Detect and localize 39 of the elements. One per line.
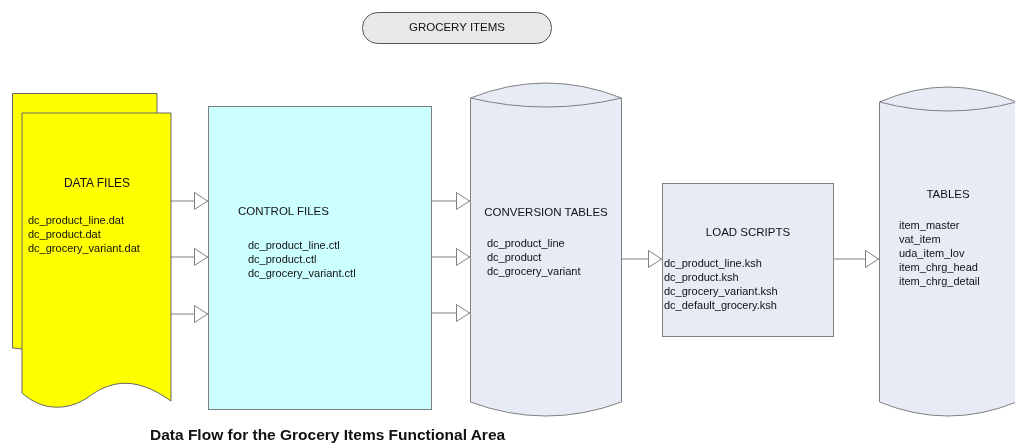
arrow [431, 304, 471, 322]
process-box [208, 106, 432, 410]
file-name-text: dc_product_line.ksh [664, 257, 762, 270]
arrow [170, 192, 209, 210]
caption: Data Flow for the Grocery Items Functional Area [150, 426, 506, 444]
heading-text: CONTROL FILES [238, 205, 329, 218]
file-name-text: item_chrg_detail [899, 275, 980, 288]
heading-text: CONVERSION TABLES [483, 206, 609, 219]
file-name-text: dc_grocery_variant [487, 265, 581, 278]
file-name-text: uda_item_lov [899, 247, 965, 260]
arrow [431, 248, 471, 266]
file-name-text: item_chrg_head [899, 261, 978, 274]
arrow [170, 305, 209, 323]
file-name-text: dc_default_grocery.ksh [664, 299, 777, 312]
heading-text: TABLES [925, 188, 971, 201]
arrow [621, 250, 663, 268]
heading-text: LOAD SCRIPTS [704, 226, 792, 239]
file-name-text: dc_product [487, 251, 542, 264]
file-name-text: dc_grocery_variant.ksh [664, 285, 778, 298]
database-cylinder [470, 82, 622, 418]
file-name-text: vat_item [899, 233, 941, 246]
document-stack [12, 93, 172, 411]
file-name-text: dc_product_line.dat [28, 214, 124, 227]
arrow [431, 192, 471, 210]
title-box [362, 12, 552, 44]
file-name-text: dc_product_line [487, 237, 565, 250]
process-box [662, 183, 834, 337]
arrow [833, 250, 880, 268]
file-name-text: dc_product.ksh [664, 271, 739, 284]
file-name-text: dc_product_line.ctl [248, 239, 340, 252]
file-name-text: item_master [899, 219, 960, 232]
database-cylinder [879, 86, 1015, 418]
file-name-text: dc_product.dat [28, 228, 101, 241]
file-name-text: dc_product.ctl [248, 253, 317, 266]
file-name-text: dc_grocery_variant.dat [28, 242, 140, 255]
arrow [170, 248, 209, 266]
file-name-text: dc_grocery_variant.ctl [248, 267, 356, 280]
heading-text: GROCERY ITEMS [407, 21, 507, 34]
heading-text: DATA FILES [62, 177, 132, 190]
